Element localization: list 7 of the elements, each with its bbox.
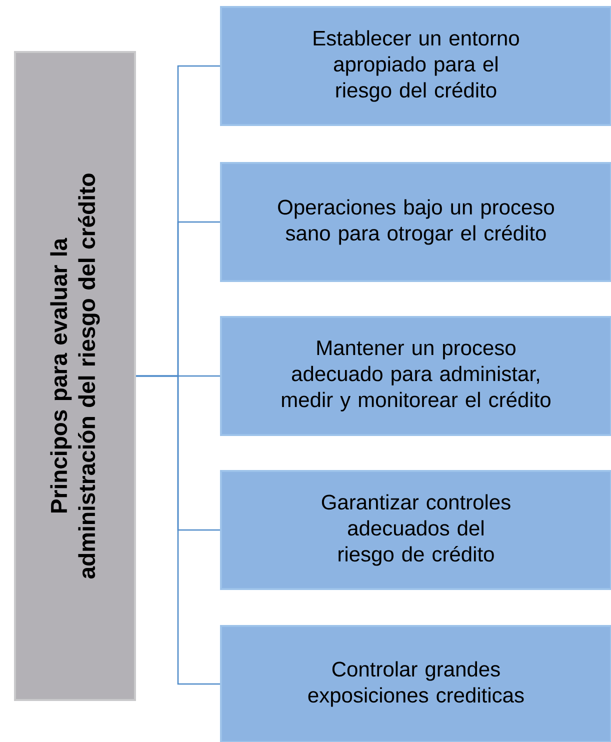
title-box: Principos para evaluar la administración del riesgo del crédito xyxy=(14,51,136,701)
principle-box: Operaciones bajo un proceso sano para otrogar el crédito xyxy=(220,162,611,282)
connector xyxy=(136,375,220,685)
principle-box: Garantizar controles adecuados del riesgo de crédito xyxy=(220,470,611,590)
principle-box: Mantener un proceso adecuado para administar, medir y monitorear el crédito xyxy=(220,316,611,436)
principle-box: Establecer un entorno apropiado para el riesgo del crédito xyxy=(220,6,611,126)
principle-box: Controlar grandes exposiciones crediticas xyxy=(220,625,611,742)
